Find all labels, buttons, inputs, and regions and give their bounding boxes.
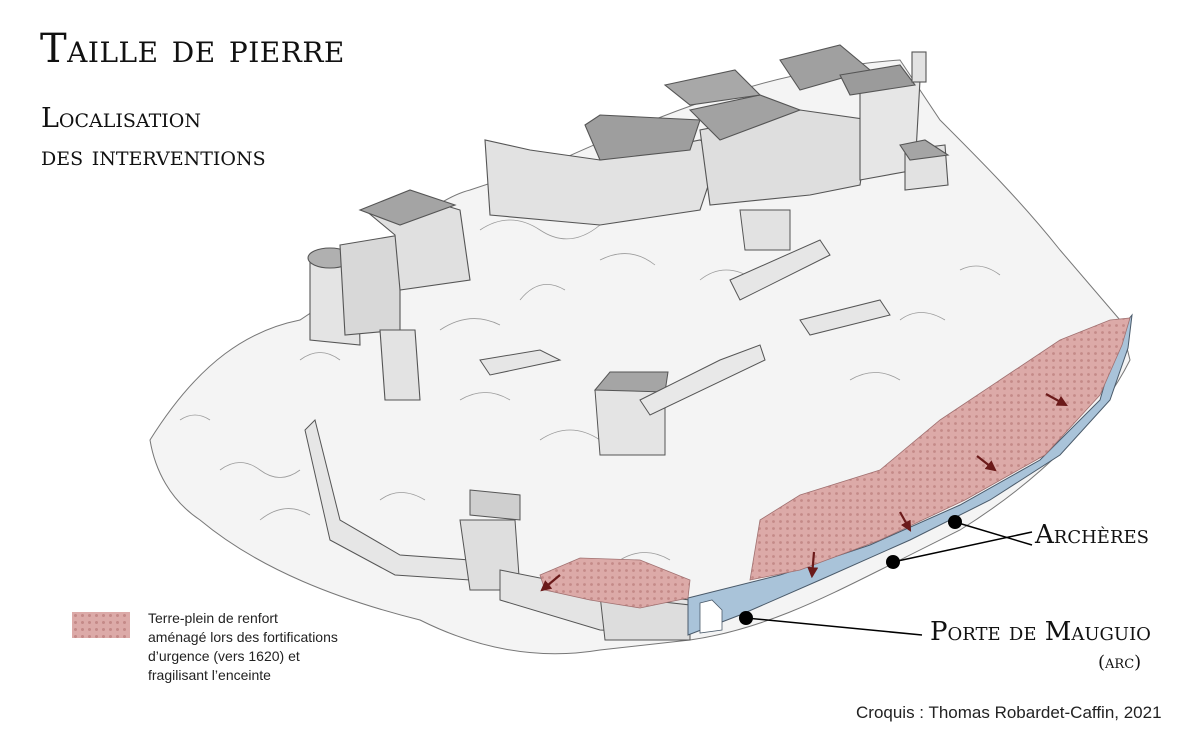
label-porte-mauguio: Porte de Mauguio: [930, 617, 1151, 647]
legend-line-3: d’urgence (vers 1620) et: [148, 648, 300, 664]
legend-line-1: Terre-plein de renfort: [148, 610, 278, 626]
legend-swatch: [72, 612, 130, 638]
porte-marker: [739, 611, 753, 625]
arrow-3: [899, 511, 912, 532]
callouts: [739, 515, 1033, 636]
page-subtitle: Localisation des interventions: [41, 100, 266, 176]
arrow-4: [807, 551, 819, 579]
legend-line-4: fragilisant l’enceinte: [148, 667, 271, 683]
arrow-1: [1045, 393, 1068, 407]
label-porte-note: (arc): [1098, 652, 1142, 673]
credit-line: Croquis : Thomas Robardet-Caffin, 2021: [856, 703, 1162, 722]
terreplein-main: [749, 317, 1131, 581]
highlighted-wall: [687, 313, 1133, 636]
subtitle-line-1: Localisation: [41, 103, 201, 134]
arrow-2: [976, 455, 997, 472]
legend-text: Terre-plein de renfort aménagé lors des …: [148, 609, 388, 685]
courtyard-buildings: [304, 209, 891, 591]
page-title: Taille de pierre: [40, 26, 345, 72]
terreplein-areas: [539, 317, 1131, 609]
upper-castle: [484, 44, 950, 226]
legend-line-2: aménagé lors des fortifications: [148, 629, 338, 645]
rock-hatching: [179, 219, 1001, 561]
archere-marker-1: [948, 515, 962, 529]
arrow-5: [540, 574, 561, 592]
label-archeres: Archères: [1035, 520, 1149, 550]
west-tower: [307, 189, 471, 401]
archere-marker-2: [886, 555, 900, 569]
terreplein-small: [539, 557, 691, 609]
pressure-arrows: [540, 393, 1068, 592]
subtitle-line-2: des interventions: [41, 141, 266, 172]
